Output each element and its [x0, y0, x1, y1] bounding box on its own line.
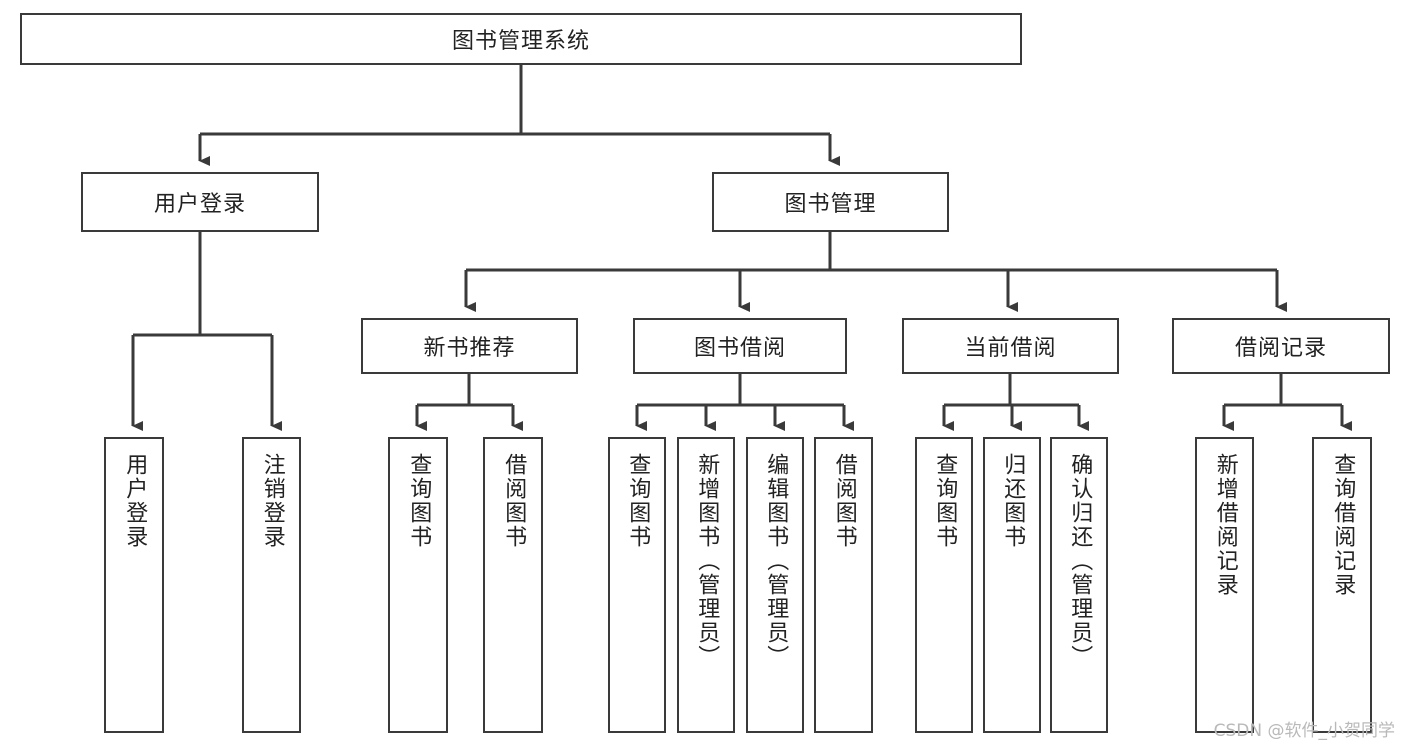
node-leaf-add-record[interactable]: 新增借阅记录 — [1195, 437, 1254, 733]
node-book-manage[interactable]: 图书管理 — [712, 172, 949, 232]
leaf-label: 新增借阅记录 — [1212, 453, 1238, 597]
node-leaf-edit-book[interactable]: 编辑图书（管理员） — [746, 437, 804, 733]
node-leaf-borrow-book-1[interactable]: 借阅图书 — [483, 437, 543, 733]
node-root[interactable]: 图书管理系统 — [20, 13, 1022, 65]
leaf-label: 查询借阅记录 — [1330, 453, 1356, 597]
leaf-label: 新增图书（管理员） — [694, 453, 720, 669]
watermark-text: CSDN @软件_小贺同学 — [1213, 721, 1395, 741]
node-leaf-add-book[interactable]: 新增图书（管理员） — [677, 437, 735, 733]
node-leaf-query-book-3[interactable]: 查询图书 — [915, 437, 973, 733]
leaf-label: 确认归还（管理员） — [1067, 453, 1093, 669]
leaf-label: 注销登录 — [259, 453, 285, 549]
node-leaf-confirm-return[interactable]: 确认归还（管理员） — [1050, 437, 1108, 733]
node-borrow-record-label: 借阅记录 — [1234, 336, 1327, 361]
node-leaf-borrow-book-2[interactable]: 借阅图书 — [814, 437, 873, 733]
node-current-borrow-label: 当前借阅 — [964, 336, 1057, 361]
node-new-book-rec[interactable]: 新书推荐 — [361, 318, 578, 374]
node-user-login-label: 用户登录 — [153, 192, 246, 217]
leaf-label: 编辑图书（管理员） — [763, 453, 789, 669]
node-leaf-query-record[interactable]: 查询借阅记录 — [1312, 437, 1372, 733]
node-borrow-record[interactable]: 借阅记录 — [1172, 318, 1390, 374]
node-leaf-user-logout[interactable]: 注销登录 — [242, 437, 301, 733]
node-leaf-user-login[interactable]: 用户登录 — [104, 437, 164, 733]
node-user-login[interactable]: 用户登录 — [81, 172, 319, 232]
leaf-label: 查询图书 — [625, 453, 651, 549]
node-current-borrow[interactable]: 当前借阅 — [902, 318, 1119, 374]
leaf-label: 借阅图书 — [501, 453, 527, 549]
leaf-label: 查询图书 — [406, 453, 432, 549]
node-leaf-return-book[interactable]: 归还图书 — [983, 437, 1041, 733]
node-leaf-query-book-1[interactable]: 查询图书 — [388, 437, 448, 733]
leaf-label: 查询图书 — [932, 453, 958, 549]
leaf-label: 用户登录 — [122, 453, 148, 549]
leaf-label: 归还图书 — [1000, 453, 1026, 549]
node-root-label: 图书管理系统 — [451, 29, 590, 54]
node-leaf-query-book-2[interactable]: 查询图书 — [608, 437, 666, 733]
node-book-borrow-label: 图书借阅 — [693, 336, 786, 361]
node-book-borrow[interactable]: 图书借阅 — [633, 318, 847, 374]
node-book-manage-label: 图书管理 — [784, 192, 877, 217]
node-new-book-rec-label: 新书推荐 — [423, 336, 516, 361]
leaf-label: 借阅图书 — [831, 453, 857, 549]
